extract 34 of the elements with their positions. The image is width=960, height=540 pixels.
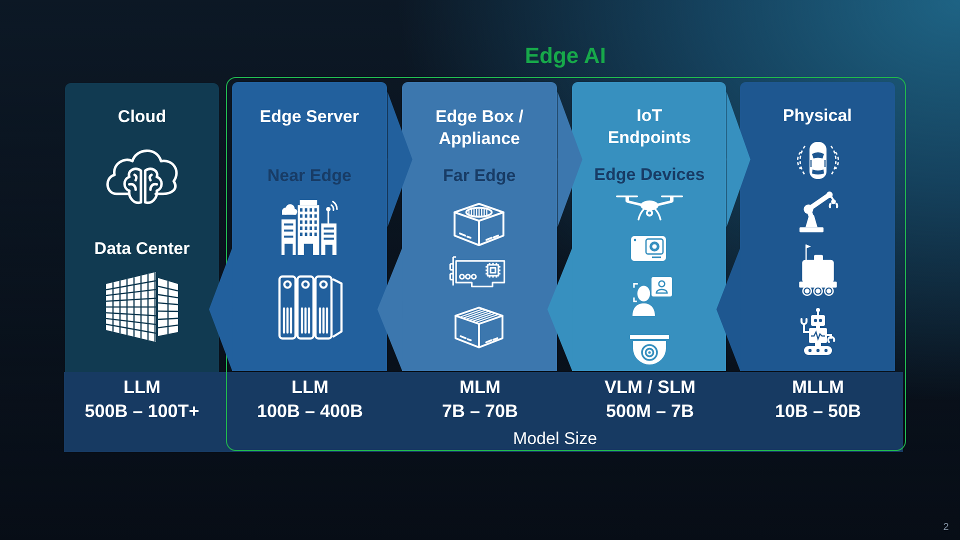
tier-column [572,82,726,372]
model-name: MLM [460,376,500,399]
band-title: Model Size [512,428,598,450]
tier-column [402,82,558,372]
column-heading: Data Center [94,238,190,260]
chevron-arrow [726,91,750,228]
parameter-range: 100B – 400B [256,400,364,423]
tier-column [65,83,219,372]
tier-column [232,82,388,372]
column-heading: Physical [782,105,852,128]
column-heading: IoT Endpoints [606,105,692,150]
chevron-arrow [547,247,572,372]
chevron-arrow [387,91,412,228]
model-name: LLM [292,376,328,399]
region-title: Edge AI [524,45,606,68]
tier-subheading: Far Edge [443,165,516,188]
parameter-range: 500B – 100T+ [84,400,200,423]
parameter-range: 7B – 70B [442,400,518,423]
parameter-range: 10B – 50B [774,400,862,423]
tier-subheading: Edge Devices [594,164,705,186]
parameter-range: 500M – 7B [606,400,694,423]
chevron-arrow [377,247,402,372]
model-name: MLLM [792,376,844,399]
column-heading: Cloud [118,106,166,128]
model-name: LLM [124,376,160,399]
model-size-band [64,372,903,452]
tier-column [740,82,896,372]
chevron-arrow [209,247,232,372]
column-heading: Edge Server [260,106,359,128]
column-heading: Edge Box / Appliance [434,106,524,150]
page-number: 2 [943,522,949,534]
model-name: VLM / SLM [604,376,696,399]
chevron-arrow [716,247,740,372]
chevron-arrow [557,91,582,228]
